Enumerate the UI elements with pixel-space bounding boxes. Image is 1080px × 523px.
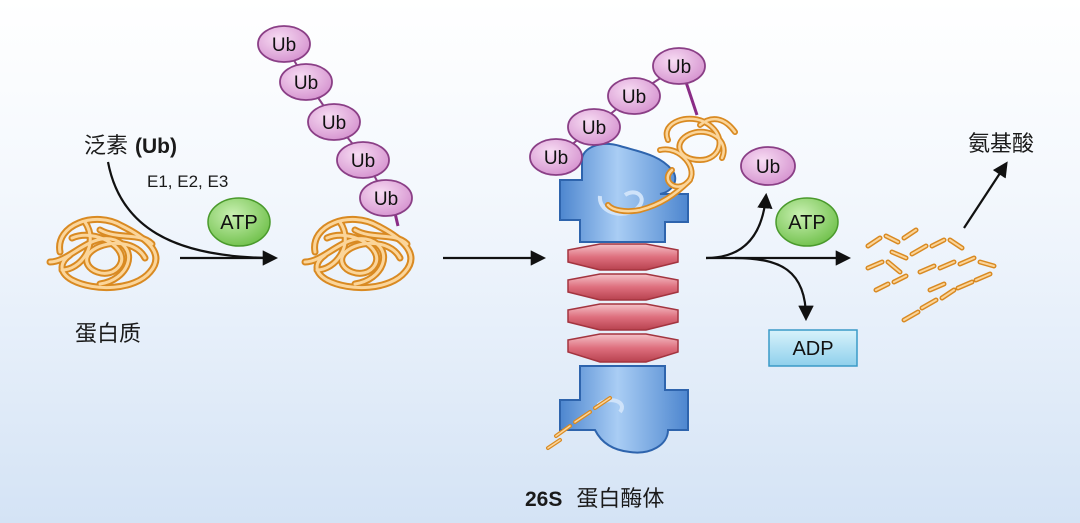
svg-text:Ub: Ub [544,148,568,169]
atp-label-1: ATP [220,212,257,234]
proteasome-label-26s: 26S [525,488,563,511]
proteasome-exit-peptides [546,396,612,450]
ub-8: Ub [567,108,621,146]
proteasome-label-cn: 蛋白酶体 [576,487,665,512]
ubiquitin-label-abbr: (Ub) [135,135,177,158]
svg-text:Ub: Ub [756,157,780,178]
atp-molecule-2: ATP [775,197,839,247]
svg-text:Ub: Ub [582,118,606,139]
ub-2: Ub [279,63,333,101]
peptide-fragments [865,227,997,323]
ubiquitinated-protein [301,215,415,292]
to-amino-acids-arrow [963,161,1008,229]
ub-release-arrow [705,192,773,260]
proteasome-bottom-cap [559,365,689,454]
proteasome-core [567,243,679,363]
atp-molecule-1: ATP [207,197,271,247]
svg-text:Ub: Ub [322,113,346,134]
proteasome-label: 26S 蛋白酶体 [525,481,664,513]
adp-molecule: ADP [768,329,858,367]
svg-text:Ub: Ub [351,151,375,172]
svg-text:Ub: Ub [272,35,296,56]
ub-7: Ub [607,77,661,115]
ub-chain-1: Ub Ub Ub Ub Ub [257,25,413,217]
ub-3: Ub [307,103,361,141]
ub-5: Ub [359,179,413,217]
ub-4: Ub [336,141,390,179]
adp-release-arrow [734,256,814,322]
ub-chain-2: Ub Ub Ub Ub [529,47,706,176]
adp-label: ADP [792,338,833,360]
proteasome-26s [546,142,689,454]
unfolding-protein [605,115,738,215]
svg-text:Ub: Ub [294,73,318,94]
ub-6: Ub [652,47,706,85]
protein-label: 蛋白质 [75,322,142,347]
svg-text:Ub: Ub [374,189,398,210]
ub-released: Ub [740,146,796,186]
svg-text:Ub: Ub [622,87,646,108]
protein-folded [46,215,160,292]
enzymes-label: E1, E2, E3 [147,172,229,191]
amino-acids-label: 氨基酸 [968,132,1035,157]
proteasome-top-cap [559,142,689,243]
atp-label-2: ATP [788,212,825,234]
ub-1: Ub [257,25,311,63]
ubiquitination-curve-arrow [106,161,279,266]
ub-9: Ub [529,138,583,176]
ubiquitin-label: 泛素 (Ub) [84,128,177,160]
svg-text:Ub: Ub [667,57,691,78]
ubiquitin-label-cn: 泛素 [84,134,135,159]
